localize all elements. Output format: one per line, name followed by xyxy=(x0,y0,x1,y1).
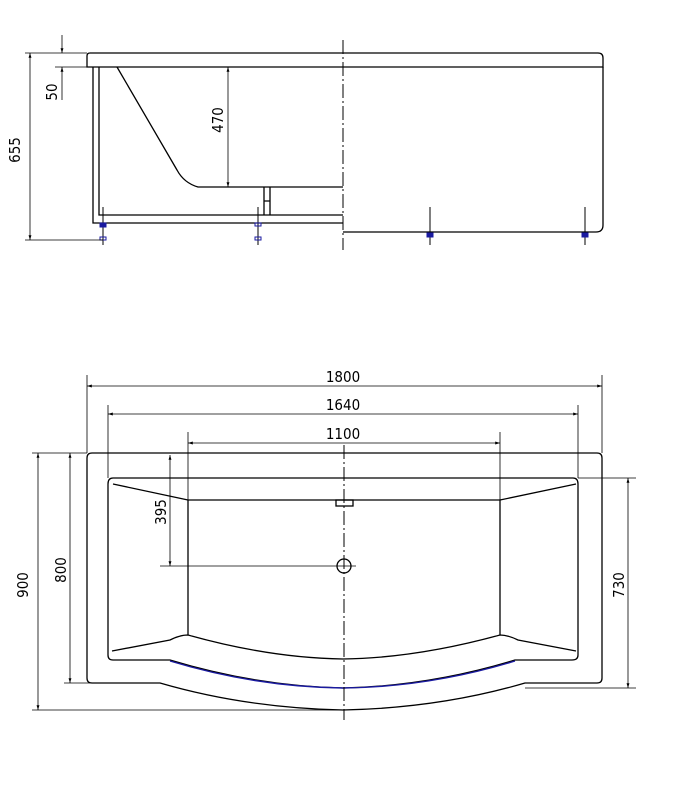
legs xyxy=(99,207,589,245)
tub-basin-profile xyxy=(116,66,343,188)
outer-rim xyxy=(86,452,603,711)
dim-label-1800: 1800 xyxy=(326,368,360,386)
dim-label-800: 800 xyxy=(52,557,70,583)
dim-label-395: 395 xyxy=(152,499,170,525)
leg xyxy=(254,207,262,245)
dim-label-655: 655 xyxy=(6,137,24,163)
dim-label-470: 470 xyxy=(209,107,227,133)
leg xyxy=(581,207,589,245)
top-view: 1800 1640 1100 900 800 395 730 xyxy=(14,368,636,720)
rim xyxy=(86,52,604,68)
leg xyxy=(99,207,107,245)
dim-label-730: 730 xyxy=(610,572,628,598)
support xyxy=(263,187,271,215)
tub-body-right xyxy=(343,67,604,233)
dim-label-900: 900 xyxy=(14,572,32,598)
dim-label-1100: 1100 xyxy=(326,425,360,443)
leg xyxy=(426,207,434,245)
inner-basin xyxy=(107,477,579,689)
front-edge-highlight xyxy=(169,660,516,689)
dim-label-1640: 1640 xyxy=(326,396,360,414)
dim-label-50: 50 xyxy=(43,83,61,100)
slope-lines xyxy=(111,483,577,660)
side-view: 655 50 470 xyxy=(6,35,604,250)
